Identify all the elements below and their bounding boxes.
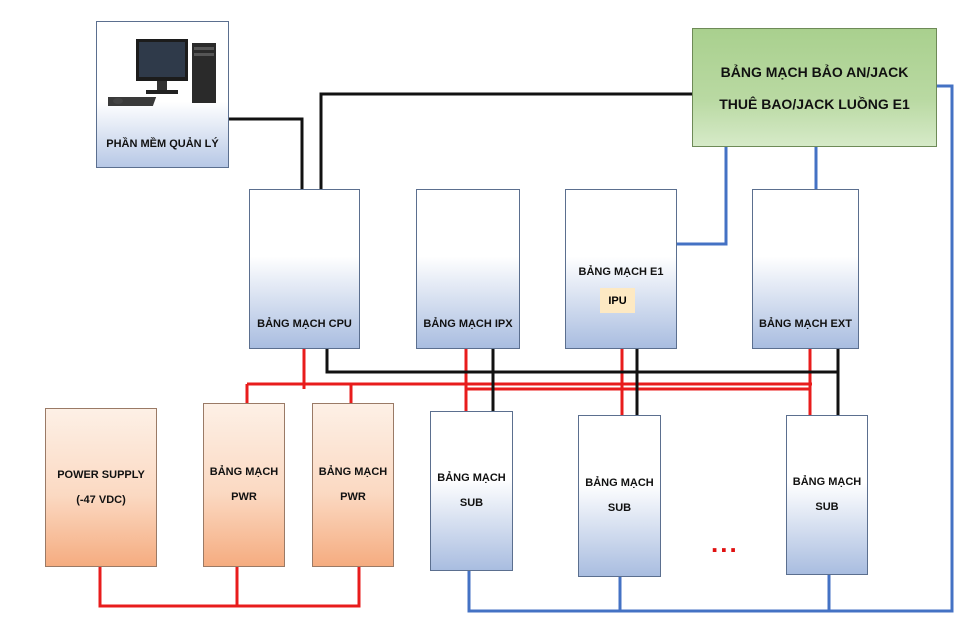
power-supply-line1: POWER SUPPLY <box>57 468 145 481</box>
pwr-board-2-line2: PWR <box>340 491 366 503</box>
e1-board: BẢNG MẠCH E1 IPU <box>565 189 677 349</box>
pwr-board-2: BẢNG MẠCH PWR <box>312 403 394 567</box>
computer-icon <box>108 39 216 106</box>
management-software-label: PHẦN MỀM QUẢN LÝ <box>106 138 219 150</box>
protection-board-line2: THUÊ BAO/JACK LUỒNG E1 <box>719 95 910 112</box>
pwr-board-1: BẢNG MẠCH PWR <box>203 403 285 567</box>
more-boards-ellipsis: ... <box>711 528 739 558</box>
power-supply-box: POWER SUPPLY (-47 VDC) <box>45 408 157 567</box>
power-lines <box>98 349 812 608</box>
sub-board-2-line1: BẢNG MẠCH <box>585 477 654 489</box>
protection-board-line1: BẢNG MẠCH BẢO AN/JACK <box>720 63 909 80</box>
control-lines <box>229 92 840 415</box>
protection-board: BẢNG MẠCH BẢO AN/JACK THUÊ BAO/JACK LUỒN… <box>692 28 937 147</box>
ipu-badge: IPU <box>600 288 635 313</box>
sub-board-1-line1: BẢNG MẠCH <box>437 472 506 484</box>
sub-board-2: BẢNG MẠCH SUB <box>578 415 661 577</box>
e1-board-label: BẢNG MẠCH E1 <box>578 266 664 278</box>
sub-board-1-line2: SUB <box>459 497 484 509</box>
sub-board-3: BẢNG MẠCH SUB <box>786 415 868 575</box>
pwr-board-1-line2: PWR <box>231 491 257 503</box>
signal-lines <box>467 84 954 613</box>
ipx-board-label: BẢNG MẠCH IPX <box>423 318 513 330</box>
sub-board-2-line2: SUB <box>607 502 632 514</box>
management-software-box: PHẦN MỀM QUẢN LÝ <box>96 21 229 168</box>
pwr-board-2-line1: BẢNG MẠCH <box>318 466 388 478</box>
cpu-board-label: BẢNG MẠCH CPU <box>257 318 352 330</box>
ext-board: BẢNG MẠCH EXT <box>752 189 859 349</box>
ipx-board: BẢNG MẠCH IPX <box>416 189 520 349</box>
sub-board-3-line2: SUB <box>815 501 839 513</box>
cpu-board: BẢNG MẠCH CPU <box>249 189 360 349</box>
sub-board-1: BẢNG MẠCH SUB <box>430 411 513 571</box>
sub-board-3-line1: BẢNG MẠCH <box>792 476 862 488</box>
pwr-board-1-line1: BẢNG MẠCH <box>209 466 279 478</box>
power-supply-line2: (-47 VDC) <box>76 493 126 506</box>
ext-board-label: BẢNG MẠCH EXT <box>759 318 852 330</box>
